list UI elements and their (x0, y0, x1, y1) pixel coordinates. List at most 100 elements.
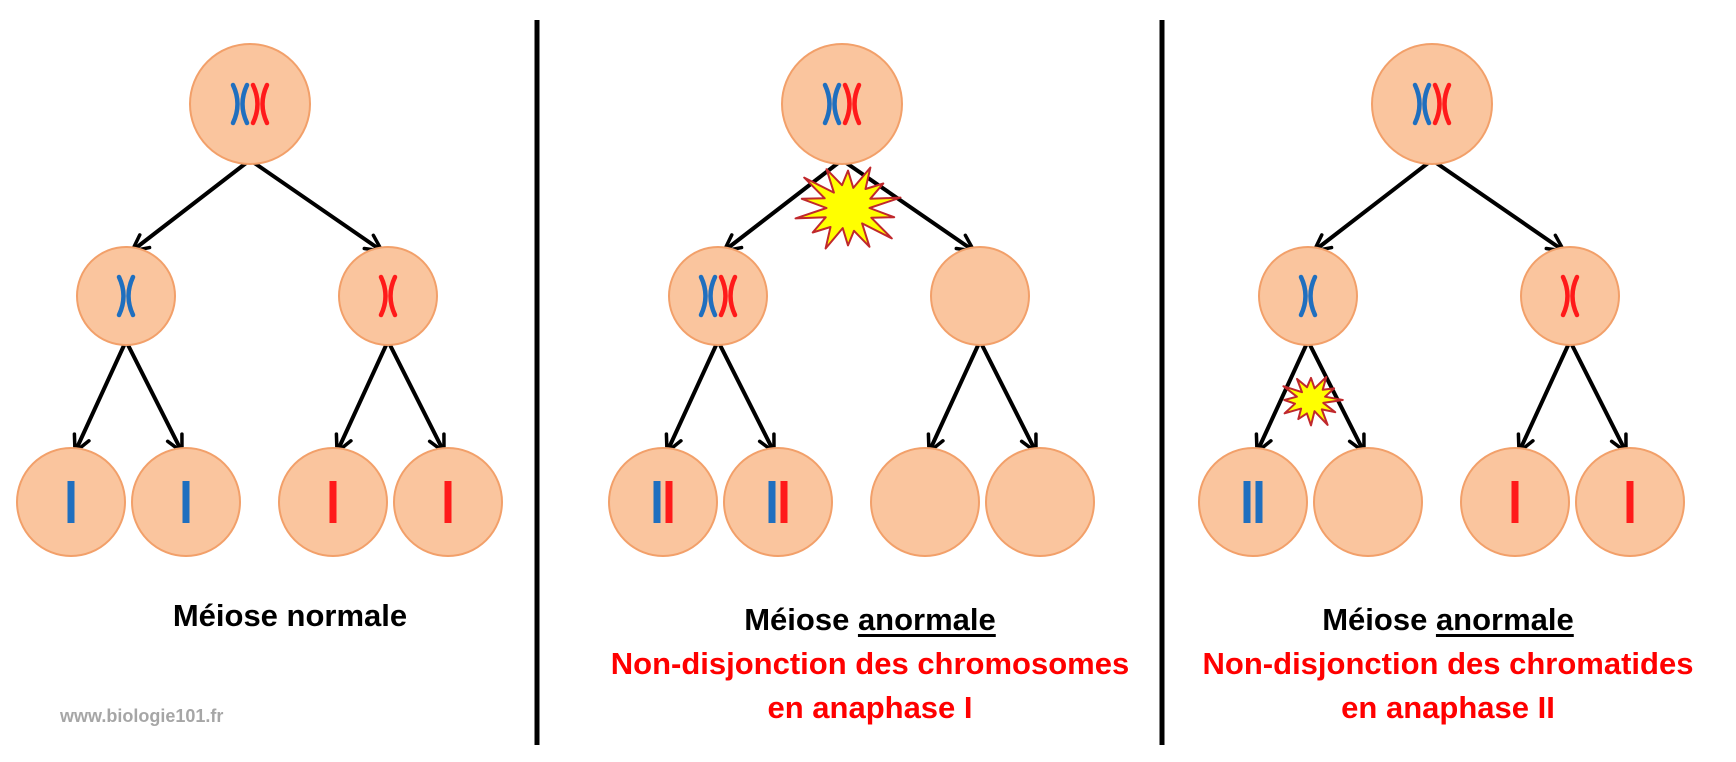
x-chromosome-icon (1560, 274, 1580, 318)
cell-membrane (76, 246, 176, 346)
chromatid-arm (718, 274, 728, 318)
caption-detail: Non-disjonction des chromatides (1202, 646, 1694, 681)
daughter-cell (1520, 246, 1620, 346)
chromatid-arm (1298, 274, 1308, 318)
division-arrow (664, 339, 720, 454)
x-chromosome-icon (1298, 274, 1318, 318)
division-arrow (130, 158, 252, 253)
parent-cell (189, 43, 311, 165)
chromatid-arm (388, 274, 398, 318)
division-arrow (124, 339, 184, 454)
caption-emphasis: anormale (857, 602, 996, 637)
cell-membrane (1313, 447, 1423, 557)
gamete-cell (1460, 447, 1570, 557)
cell-membrane (1371, 43, 1493, 165)
chromatid-arm (842, 82, 852, 126)
chromatid-arm (230, 82, 240, 126)
caption-emphasis: normale (286, 598, 408, 633)
chromatid-arm (1570, 274, 1580, 318)
daughter-cell (1258, 246, 1358, 346)
cell-membrane (1198, 447, 1308, 557)
x-chromosome-icon (116, 274, 136, 318)
gamete-cell (1575, 447, 1685, 557)
bar-chromatid-icon (768, 481, 776, 523)
caption-detail: en anaphase I (767, 690, 973, 725)
x-chromosome-icon (698, 274, 718, 318)
caption-emphasis: anormale (1435, 602, 1574, 637)
chromatid-arm (116, 274, 126, 318)
division-arrow (386, 339, 446, 454)
bar-chromatid-icon (1255, 481, 1263, 523)
gamete-cell (870, 447, 980, 557)
chromatid-arm (1432, 82, 1442, 126)
chromatid-arm (1560, 274, 1570, 318)
caption-title: Méiose normale (0, 594, 580, 638)
bar-chromatid-icon (780, 481, 788, 523)
gamete-cell (985, 447, 1095, 557)
division-arrow (716, 339, 776, 454)
x-chromosome-icon (378, 274, 398, 318)
cell-membrane (189, 43, 311, 165)
explosion-burst-icon (794, 166, 902, 250)
division-arrow (1568, 339, 1628, 454)
chromatid-arm (250, 82, 260, 126)
division-arrow (334, 339, 390, 454)
x-chromosome-icon (250, 82, 270, 126)
bar-chromatid-icon (1626, 481, 1634, 523)
daughter-cell (76, 246, 176, 346)
x-chromosome-icon (230, 82, 250, 126)
x-chromosome-icon (718, 274, 738, 318)
bar-chromatid-icon (665, 481, 673, 523)
bar-chromatid-icon (182, 481, 190, 523)
chromatid-arm (832, 82, 842, 126)
cell-membrane (1258, 246, 1358, 346)
chromatid-arm (1412, 82, 1422, 126)
website-watermark: www.biologie101.fr (60, 706, 224, 726)
chromatid-arm (852, 82, 862, 126)
chromatid-arm (1308, 274, 1318, 318)
division-arrow (978, 339, 1038, 454)
cell-membrane (668, 246, 768, 346)
cell-membrane (781, 43, 903, 165)
gamete-cell (1198, 447, 1308, 557)
bar-chromatid-icon (653, 481, 661, 523)
chromatid-arm (378, 274, 388, 318)
caption-detail: en anaphase II (1341, 690, 1555, 725)
bar-chromatid-icon (1511, 481, 1519, 523)
caption-prefix: Méiose (1322, 602, 1436, 637)
cell-membrane (723, 447, 833, 557)
chromatid-arm (1422, 82, 1432, 126)
bar-chromatid-icon (1243, 481, 1251, 523)
chromatid-arm (708, 274, 718, 318)
chromatid-arm (1442, 82, 1452, 126)
cell-membrane (608, 447, 718, 557)
division-arrow (1430, 158, 1566, 253)
parent-cell (781, 43, 903, 165)
chromatid-arm (822, 82, 832, 126)
cell-membrane (1520, 246, 1620, 346)
caption-prefix: Méiose (172, 598, 287, 633)
caption-title: Méiose anormale (580, 598, 1160, 642)
bar-chromatid-icon (444, 481, 452, 523)
division-arrow (1306, 339, 1366, 454)
division-arrow (1254, 339, 1310, 454)
parent-cell (1371, 43, 1493, 165)
bar-chromatid-icon (329, 481, 337, 523)
gamete-cell (723, 447, 833, 557)
gamete-cell (131, 447, 241, 557)
cell-membrane (985, 447, 1095, 557)
daughter-cell (338, 246, 438, 346)
daughter-cell (668, 246, 768, 346)
bar-chromatid-icon (67, 481, 75, 523)
division-arrow (72, 339, 128, 454)
cell-membrane (338, 246, 438, 346)
division-arrow (926, 339, 982, 454)
division-arrow (248, 158, 384, 253)
caption-prefix: Méiose (744, 602, 858, 637)
caption-detail: Non-disjonction des chromosomes (610, 646, 1130, 681)
x-chromosome-icon (822, 82, 842, 126)
